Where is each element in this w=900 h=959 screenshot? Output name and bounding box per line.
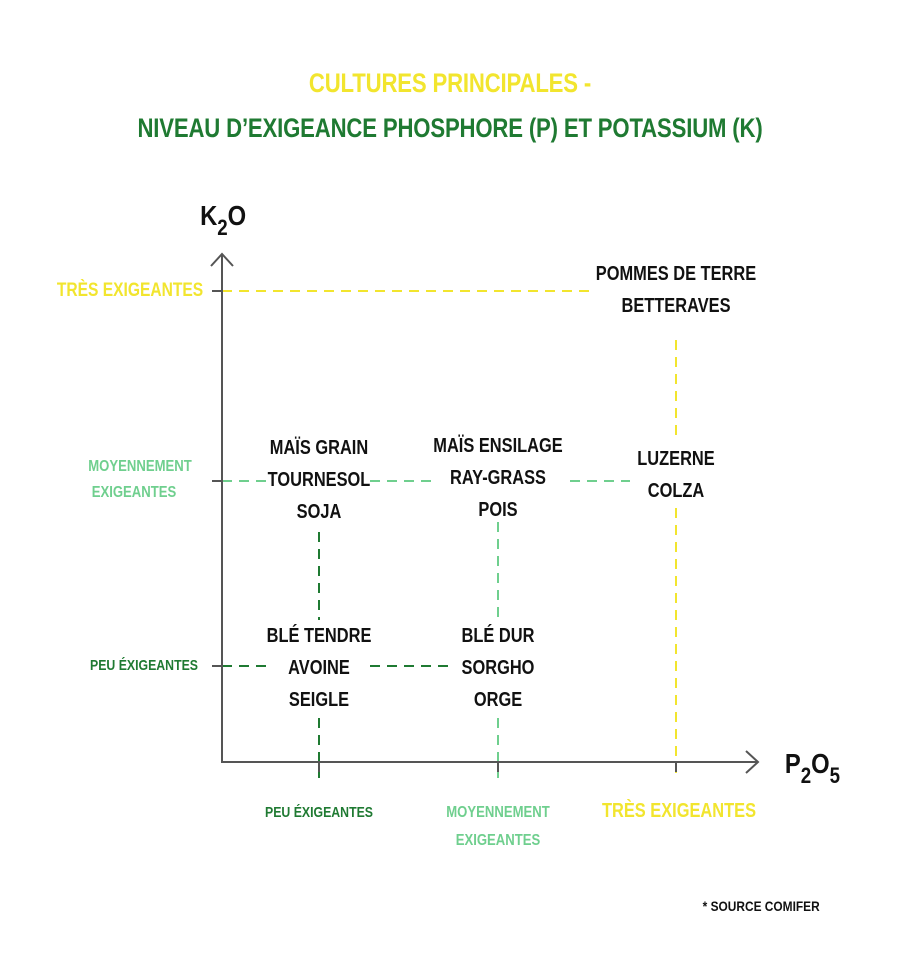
- x-label-medium-2: EXIGEANTES: [455, 832, 541, 849]
- crop-name: MAÏS ENSILAGE: [433, 435, 563, 457]
- crop-group-high-high: POMMES DE TERRE BETTERAVES: [578, 258, 775, 322]
- y-label-low: PEU ÉXIGEANTES: [89, 657, 198, 674]
- x-axis-name: P2O5: [784, 748, 841, 788]
- crop-name: POIS: [478, 499, 518, 521]
- crop-name: BLÉ TENDRE: [266, 625, 372, 647]
- title-line-2: NIVEAU D’EXIGEANCE PHOSPHORE (P) ET POTA…: [137, 113, 763, 143]
- crop-name: BLÉ DUR: [461, 625, 535, 647]
- crop-group-medium-low: BLÉ DUR SORGHO ORGE: [424, 620, 572, 716]
- crop-name: AVOINE: [288, 657, 350, 679]
- y-label-medium-2: EXIGEANTES: [91, 484, 177, 501]
- crop-name: ORGE: [473, 689, 523, 711]
- x-label-low: PEU ÉXIGEANTES: [264, 804, 373, 821]
- x-label-high: TRÈS EXIGEANTES: [601, 800, 757, 822]
- crop-name: SOJA: [296, 501, 342, 523]
- y-axis-name: K2O: [200, 200, 247, 240]
- crop-name: COLZA: [647, 480, 705, 502]
- y-axis-arrow: [210, 252, 234, 267]
- crop-group-medium-medium: MAÏS ENSILAGE RAY-GRASS POIS: [416, 430, 580, 526]
- crop-name: LUZERNE: [637, 448, 715, 470]
- source-note: * SOURCE COMIFER: [702, 898, 820, 914]
- crop-name: SEIGLE: [288, 689, 350, 711]
- crop-group-low-low: BLÉ TENDRE AVOINE SEIGLE: [245, 620, 393, 716]
- crop-name: MAÏS GRAIN: [269, 437, 369, 459]
- crop-name: TOURNESOL: [267, 469, 371, 491]
- title-line-1: CULTURES PRINCIPALES -: [308, 68, 592, 98]
- crop-name: POMMES DE TERRE: [595, 263, 757, 285]
- crop-name: SORGHO: [461, 657, 535, 679]
- crop-group-high-medium: LUZERNE COLZA: [602, 443, 750, 507]
- crop-name: BETTERAVES: [621, 295, 731, 317]
- crop-group-low-medium: MAÏS GRAIN TOURNESOL SOJA: [245, 432, 393, 528]
- x-axis-arrow: [745, 750, 760, 774]
- y-label-high: TRÈS EXIGEANTES: [56, 280, 204, 301]
- y-label-medium-1: MOYENNEMENT: [88, 458, 192, 475]
- x-label-medium-1: MOYENNEMENT: [446, 804, 550, 821]
- crop-name: RAY-GRASS: [449, 467, 546, 489]
